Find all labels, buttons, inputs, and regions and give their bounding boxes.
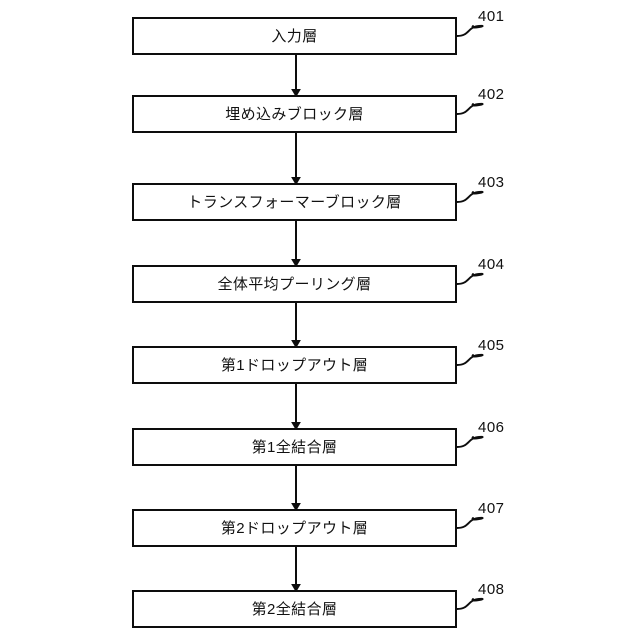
node-label: トランスフォーマーブロック層 [187, 193, 402, 211]
reference-number-402: 402 [478, 86, 505, 103]
reference-number-401: 401 [478, 8, 505, 25]
reference-number-404: 404 [478, 256, 505, 273]
node-label: 入力層 [271, 27, 318, 45]
leader-line-403 [456, 190, 484, 203]
flowchart-node-405: 第1ドロップアウト層 [132, 346, 457, 384]
reference-number-405: 405 [478, 337, 505, 354]
reference-number-408: 408 [478, 581, 505, 598]
reference-number-407: 407 [478, 500, 505, 517]
leader-line-402 [456, 102, 484, 115]
leader-line-407 [456, 516, 484, 529]
flowchart-node-403: トランスフォーマーブロック層 [132, 183, 457, 221]
reference-number-403: 403 [478, 174, 505, 191]
leader-line-404 [456, 272, 484, 285]
flowchart-node-406: 第1全結合層 [132, 428, 457, 466]
node-label: 第1ドロップアウト層 [220, 356, 369, 374]
reference-number-406: 406 [478, 419, 505, 436]
node-label: 第2ドロップアウト層 [220, 519, 369, 537]
reference-leader-group [456, 24, 484, 610]
flowchart-node-402: 埋め込みブロック層 [132, 95, 457, 133]
leader-line-406 [456, 435, 484, 448]
leader-line-405 [456, 353, 484, 366]
node-label: 第1全結合層 [251, 438, 338, 456]
flowchart-node-401: 入力層 [132, 17, 457, 55]
flowchart-node-407: 第2ドロップアウト層 [132, 509, 457, 547]
leader-line-408 [456, 597, 484, 610]
flowchart-node-404: 全体平均プーリング層 [132, 265, 457, 303]
leader-line-401 [456, 24, 484, 37]
node-label: 全体平均プーリング層 [217, 275, 372, 293]
flowchart-node-408: 第2全結合層 [132, 590, 457, 628]
node-label: 埋め込みブロック層 [225, 105, 364, 123]
node-label: 第2全結合層 [251, 600, 338, 618]
